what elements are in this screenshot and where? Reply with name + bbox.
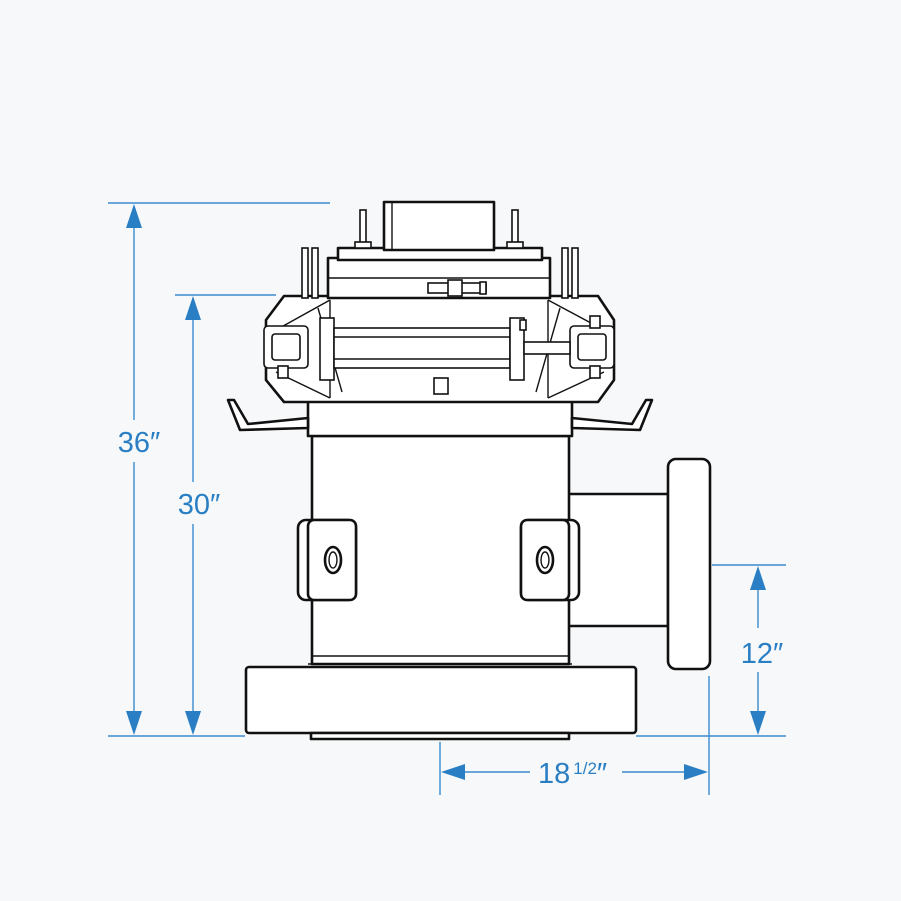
lug-hole-left (323, 545, 343, 575)
clevis-bolt-left (277, 365, 289, 379)
bottom-flange (244, 665, 638, 735)
handle-right (570, 398, 654, 432)
label-overall-height: 36″ (118, 427, 161, 459)
housing-brace-left-upper (275, 299, 331, 331)
adjustment-end (479, 281, 487, 295)
stud-outer-right-2 (571, 247, 579, 299)
clevis-bolt-bottom (589, 365, 601, 379)
cylinder-piston-rod (523, 341, 571, 355)
arrow-down (126, 711, 142, 735)
rod-nut (519, 319, 527, 331)
clevis-bolt-top (589, 315, 601, 329)
arrow-down (750, 711, 766, 735)
stud-inner-left (359, 209, 367, 247)
valve-assembly (226, 200, 712, 741)
dimension-outlet-height: 12″ (636, 564, 786, 737)
stud-outer-left-2 (311, 247, 319, 299)
stud-inner-right-nut (506, 241, 524, 249)
arrow-down (185, 711, 201, 735)
side-outlet-neck (568, 492, 670, 628)
offset-unit: ″ (597, 758, 607, 790)
lug-hole-right-inner (540, 551, 550, 569)
arrow-left (441, 764, 465, 780)
arrow-right (684, 764, 708, 780)
offset-fraction: 1/2 (573, 759, 597, 778)
top-cap (382, 200, 496, 252)
stud-outer-right (561, 247, 569, 299)
dimension-overall-height: 36″ (108, 202, 330, 737)
side-outlet-flange (666, 457, 712, 671)
hydraulic-cylinder-barrel (333, 327, 511, 369)
arrow-up (185, 296, 201, 320)
stud-outer-left (301, 247, 309, 299)
clevis-right-inner (577, 333, 607, 361)
stud-inner-left-nut (354, 241, 372, 249)
clevis-left-inner (271, 333, 301, 361)
label-body-height: 30″ (178, 489, 221, 521)
bottom-flange-spigot (309, 731, 571, 741)
cylinder-end-cap-left (319, 317, 335, 381)
arrow-up (126, 204, 142, 228)
label-outlet-height: 12″ (741, 638, 784, 670)
upper-collar (306, 398, 574, 438)
adjustment-nut (447, 279, 463, 297)
cylinder-mount (433, 377, 449, 395)
handle-left (226, 398, 310, 432)
offset-whole: 18 (538, 758, 570, 790)
dimension-body-height: 30″ (175, 294, 276, 735)
stud-inner-right (511, 209, 519, 247)
arrow-up (750, 566, 766, 590)
lug-hole-right (535, 545, 555, 575)
lug-hole-left-inner (328, 551, 338, 569)
